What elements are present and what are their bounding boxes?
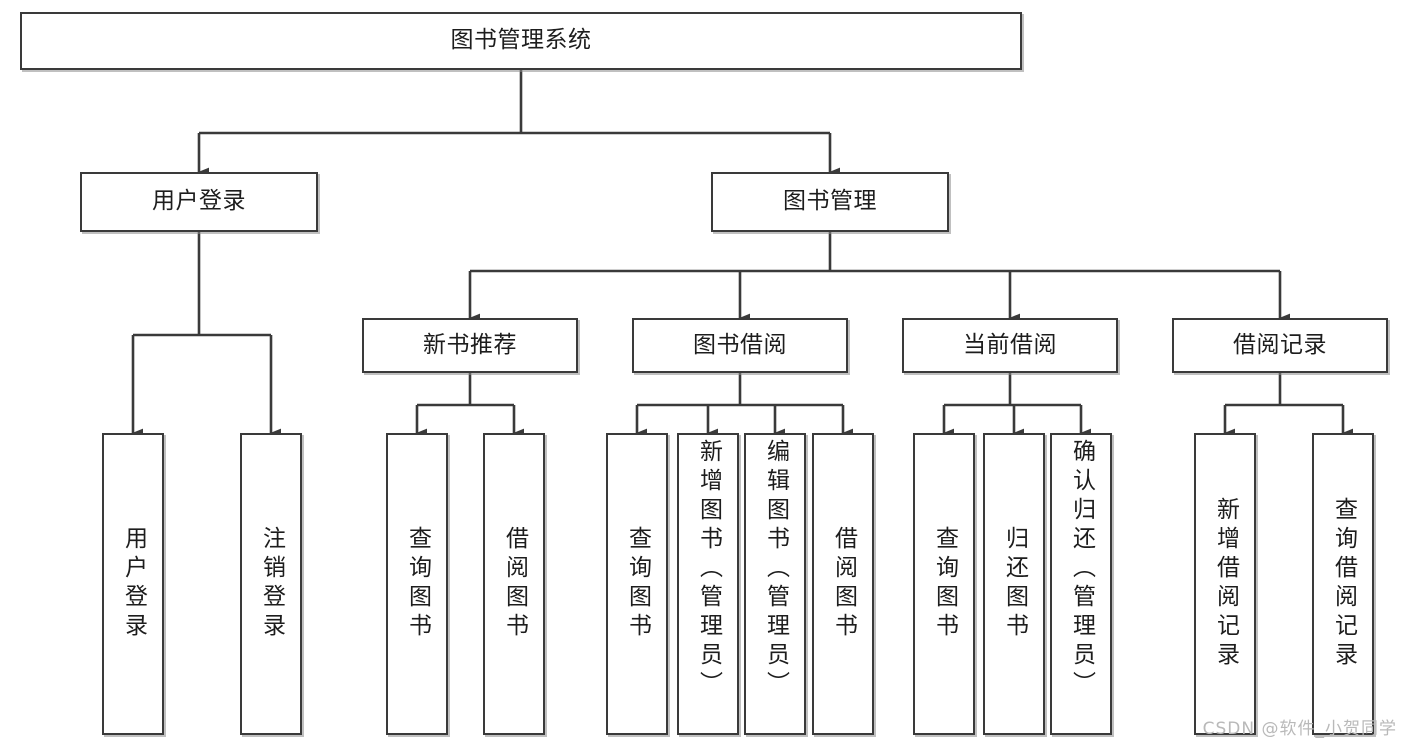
node-leaf-borrow-book-rec[interactable]: 借阅图书	[483, 433, 545, 735]
node-leaf-borrow-book[interactable]: 借阅图书	[812, 433, 874, 735]
node-leaf-query-book-rec[interactable]: 查询图书	[386, 433, 448, 735]
node-leaf-confirm-return-admin[interactable]: 确认归还（管理员）	[1050, 433, 1112, 735]
node-label: 新增借阅记录	[1212, 497, 1239, 671]
node-label: 图书管理系统	[450, 27, 592, 54]
node-label: 确认归还（管理员）	[1068, 439, 1095, 700]
node-label: 查询图书	[931, 526, 958, 642]
node-leaf-edit-book-admin[interactable]: 编辑图书（管理员）	[744, 433, 806, 735]
node-borrow-record[interactable]: 借阅记录	[1172, 318, 1388, 373]
node-leaf-user-login[interactable]: 用户登录	[102, 433, 164, 735]
node-label: 当前借阅	[963, 331, 1057, 358]
node-label: 新书推荐	[423, 331, 517, 358]
node-new-book-recommend[interactable]: 新书推荐	[362, 318, 578, 373]
node-label: 图书借阅	[693, 331, 787, 358]
node-label: 借阅记录	[1233, 331, 1327, 358]
node-label: 注销登录	[258, 526, 285, 642]
watermark-label: CSDN @软件_小贺同学	[1202, 719, 1397, 739]
node-label: 查询图书	[404, 526, 431, 642]
node-leaf-query-borrow-record[interactable]: 查询借阅记录	[1312, 433, 1374, 735]
node-leaf-query-book-current[interactable]: 查询图书	[913, 433, 975, 735]
node-leaf-return-book[interactable]: 归还图书	[983, 433, 1045, 735]
node-book-borrow[interactable]: 图书借阅	[632, 318, 848, 373]
node-label: 查询图书	[624, 526, 651, 642]
node-label: 图书管理	[783, 188, 877, 215]
node-user-login[interactable]: 用户登录	[80, 172, 318, 232]
node-root[interactable]: 图书管理系统	[20, 12, 1022, 70]
node-label: 查询借阅记录	[1330, 497, 1357, 671]
node-current-borrow[interactable]: 当前借阅	[902, 318, 1118, 373]
node-label: 用户登录	[120, 526, 147, 642]
node-label: 归还图书	[1001, 526, 1028, 642]
node-leaf-add-book-admin[interactable]: 新增图书（管理员）	[677, 433, 739, 735]
tree-connectors	[131, 70, 1354, 438]
node-book-manage[interactable]: 图书管理	[711, 172, 949, 232]
node-leaf-query-book-borrow[interactable]: 查询图书	[606, 433, 668, 735]
node-label: 借阅图书	[501, 526, 528, 642]
node-label: 新增图书（管理员）	[695, 439, 722, 700]
node-label: 用户登录	[152, 188, 246, 215]
node-label: 编辑图书（管理员）	[762, 439, 789, 700]
node-label: 借阅图书	[830, 526, 857, 642]
node-leaf-logout-login[interactable]: 注销登录	[240, 433, 302, 735]
node-leaf-add-borrow-record[interactable]: 新增借阅记录	[1194, 433, 1256, 735]
